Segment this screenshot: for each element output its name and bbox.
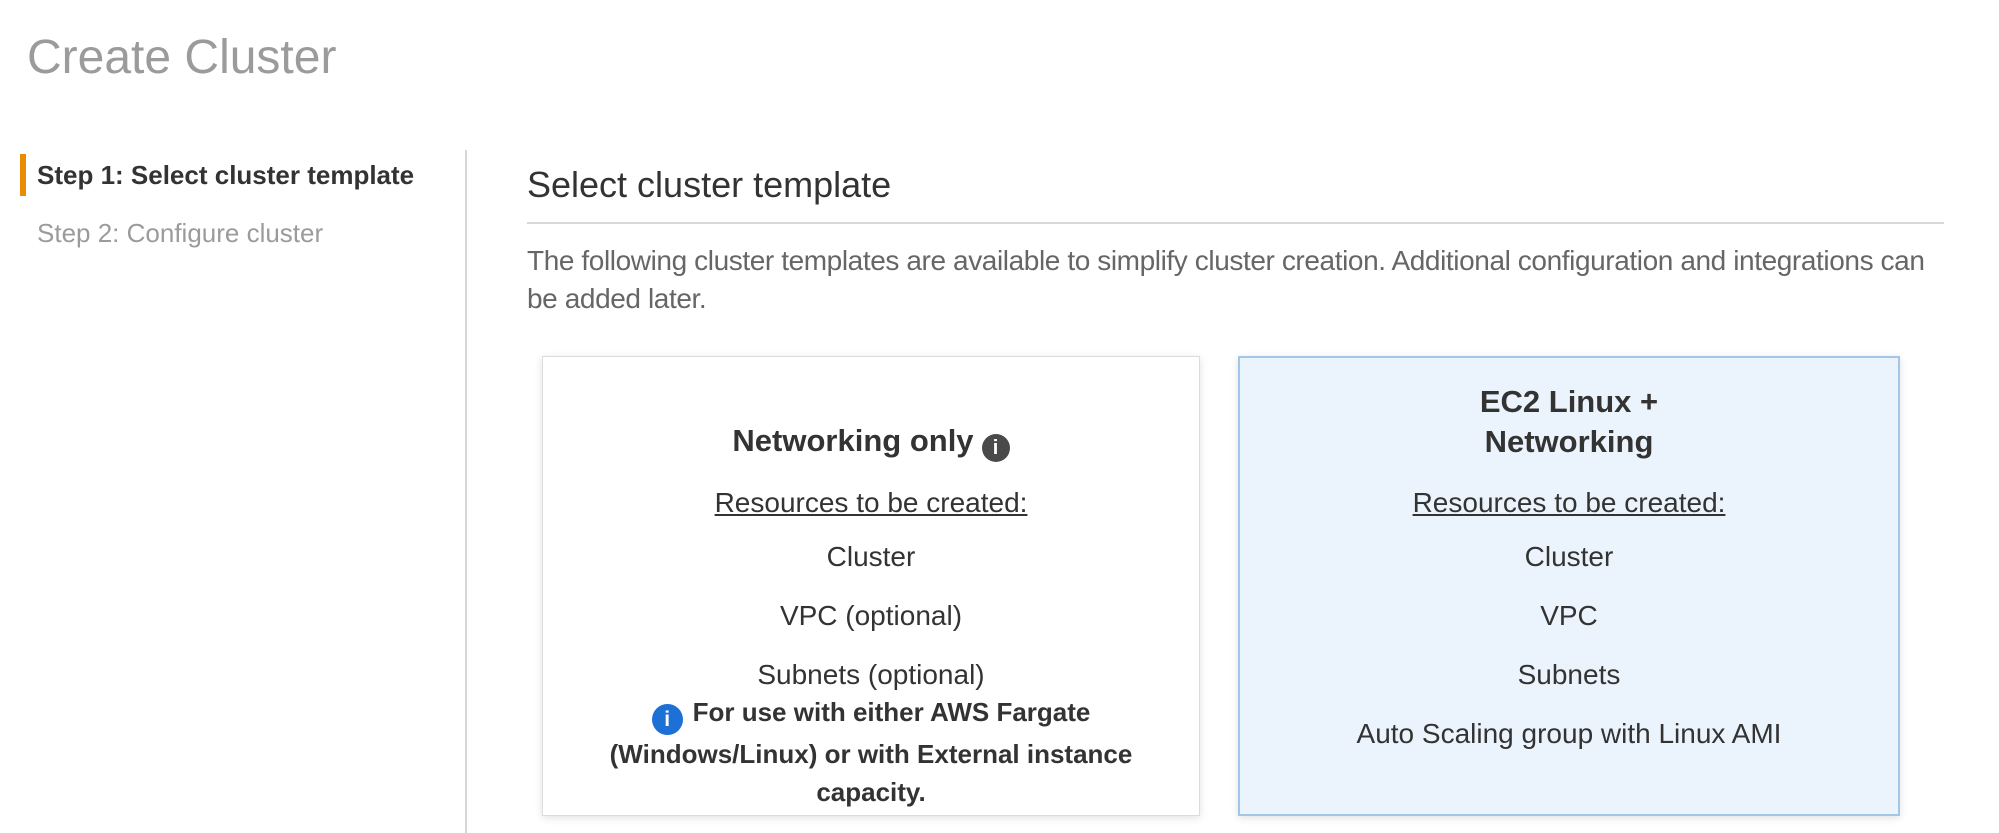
info-icon: i: [651, 704, 683, 735]
wizard-step-configure-cluster[interactable]: Step 2: Configure cluster: [37, 218, 465, 248]
section-description: The following cluster templates are avai…: [527, 245, 1925, 314]
wizard-step-select-cluster-template[interactable]: Step 1: Select cluster template: [20, 154, 465, 196]
wizard-step-label: Step 1: Select cluster template: [37, 160, 415, 190]
page-title: Create Cluster: [27, 31, 337, 84]
page-header: Create Cluster: [0, 0, 1999, 150]
wizard-sidebar: Step 1: Select cluster template Step 2: …: [0, 150, 467, 833]
resources-label: Resources to be created:: [714, 487, 1028, 518]
resource-list: Cluster VPC (optional) Subnets (optional…: [757, 521, 984, 693]
resource-item: Cluster: [1524, 541, 1614, 572]
content-row: Step 1: Select cluster template Step 2: …: [0, 150, 1999, 833]
resource-item: Subnets: [1517, 659, 1621, 690]
resource-list: Cluster VPC Subnets Auto Scaling group w…: [1357, 521, 1782, 752]
resource-item: Subnets (optional): [757, 659, 985, 690]
resource-item: VPC (optional): [779, 600, 963, 631]
resource-item: Auto Scaling group with Linux AMI: [1356, 718, 1782, 749]
resource-item: Cluster: [826, 541, 916, 572]
resources-label: Resources to be created:: [1412, 487, 1726, 518]
card-title: EC2 Linux + Networking: [1479, 384, 1659, 459]
info-icon[interactable]: i: [981, 434, 1010, 462]
wizard-step-label: Step 2: Configure cluster: [37, 218, 324, 248]
resource-item: VPC: [1540, 600, 1598, 631]
template-card-ec2-linux-networking[interactable]: EC2 Linux + Networking Resources to be c…: [1238, 356, 1900, 816]
main-panel: Select cluster template The following cl…: [467, 150, 1999, 833]
section-heading: Select cluster template: [527, 164, 1944, 224]
